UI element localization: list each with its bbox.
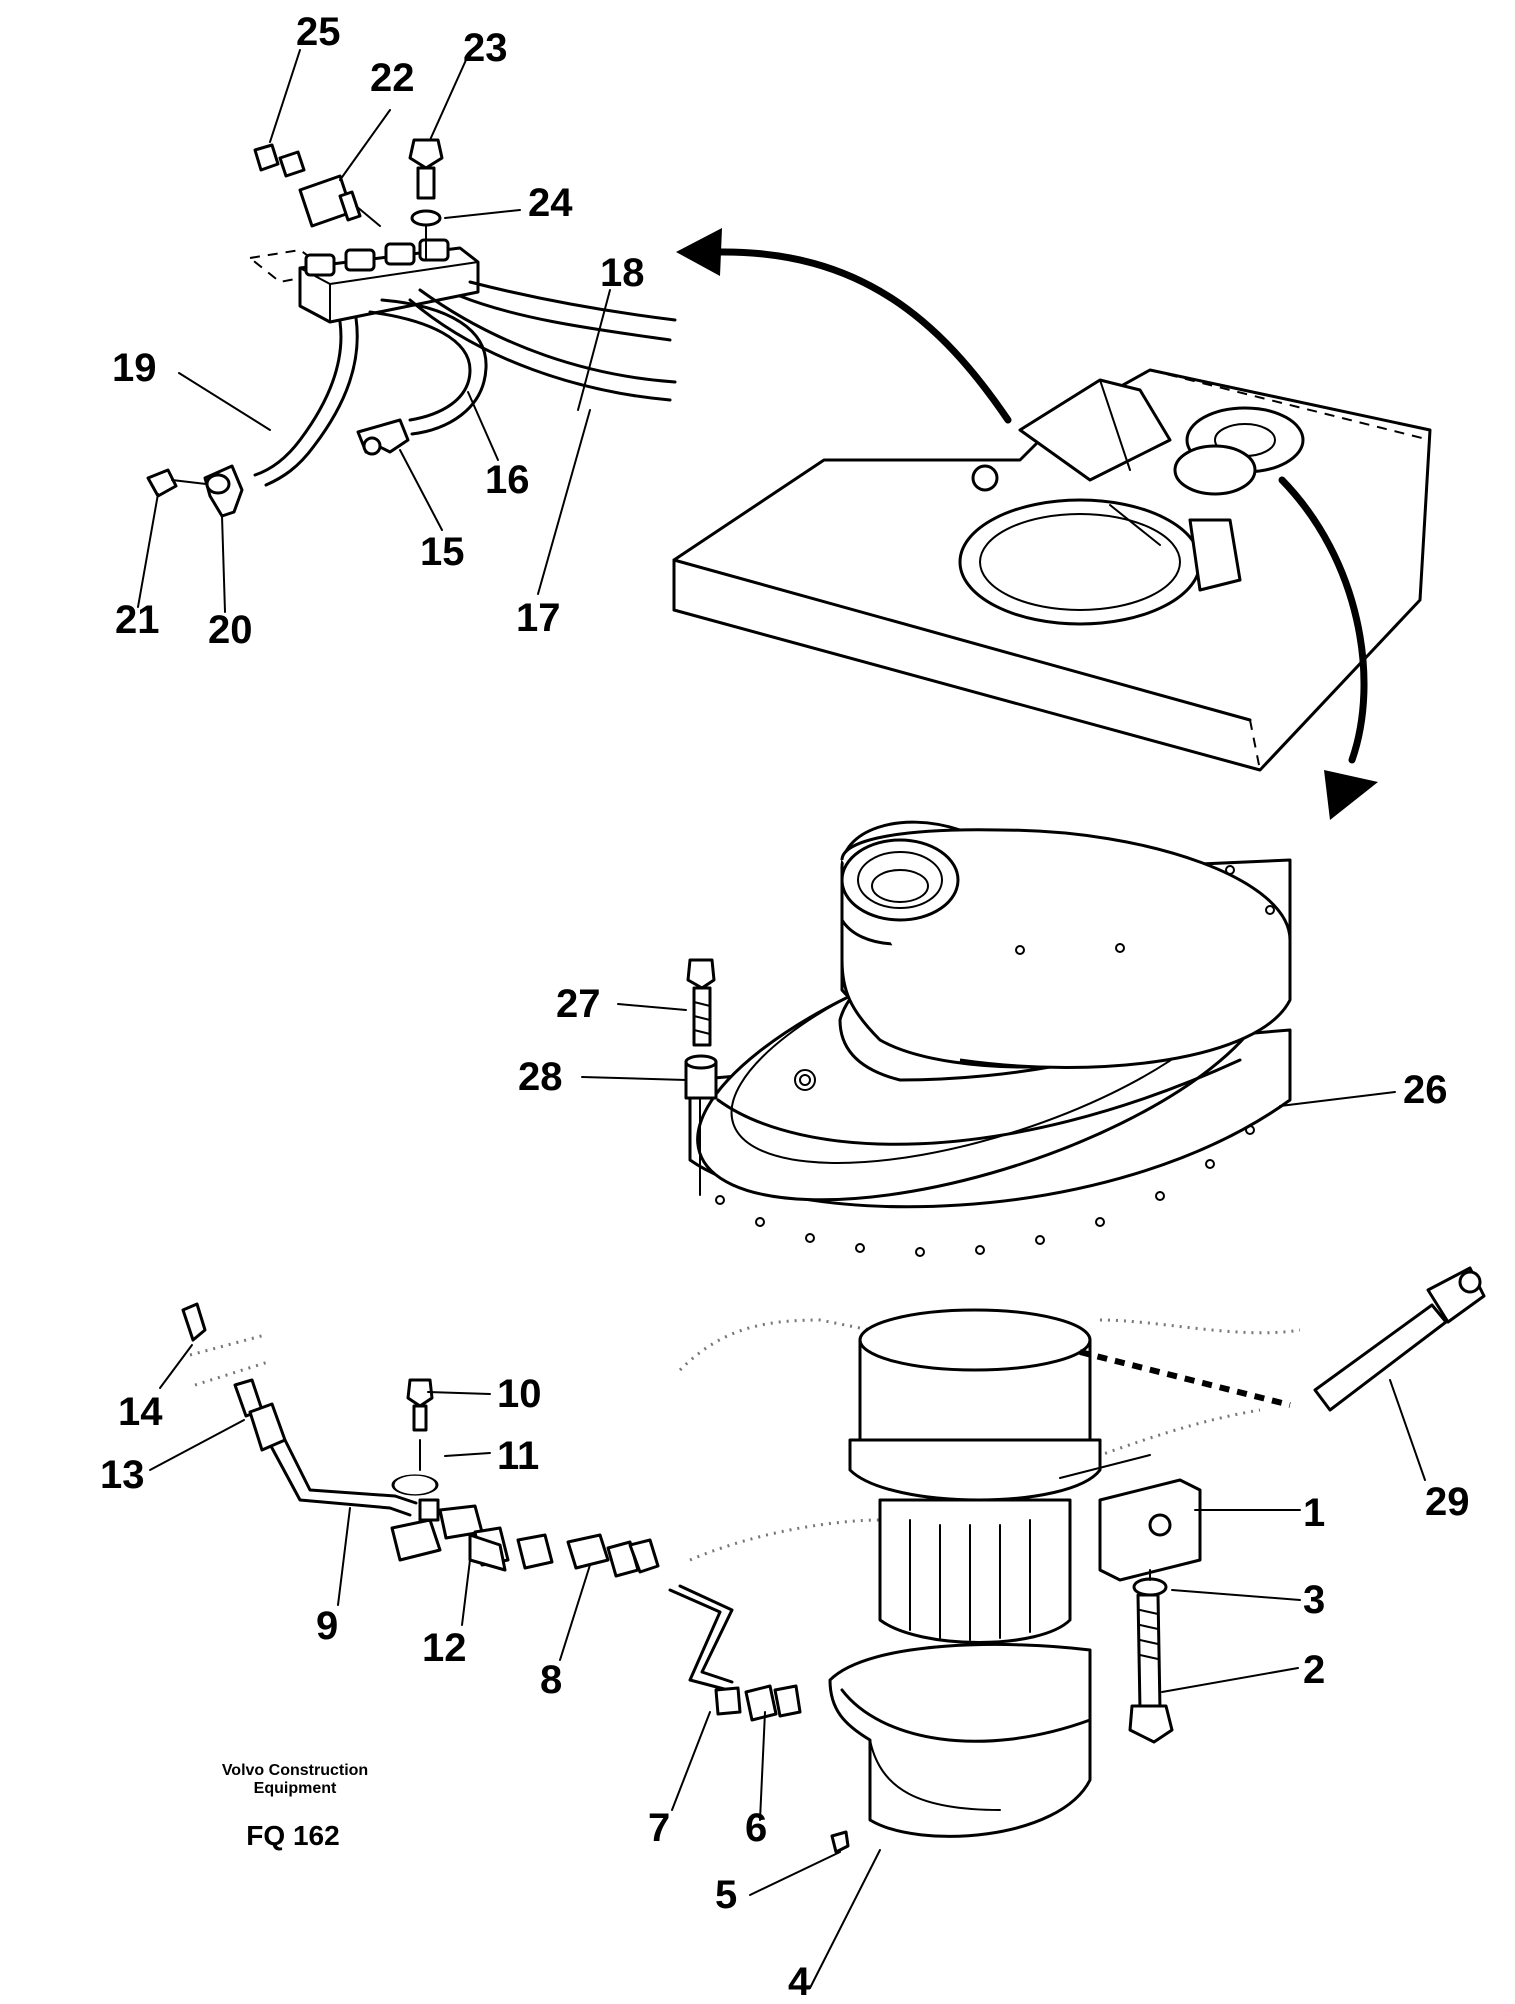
- callout-29: 29: [1425, 1480, 1470, 1524]
- callout-6: 6: [745, 1806, 768, 1850]
- callout-13: 13: [100, 1453, 145, 1497]
- pinion-housing: [678, 1308, 1301, 1644]
- grease-line: [1079, 1266, 1486, 1412]
- callout-4: 4: [788, 1960, 811, 2004]
- pinion-cover: [828, 1642, 1092, 1838]
- callout-14: 14: [118, 1390, 163, 1434]
- callout-16: 16: [485, 458, 530, 502]
- leader-lines: [137, 49, 1426, 1989]
- callout-10: 10: [497, 1372, 542, 1416]
- callout-22: 22: [370, 56, 415, 100]
- upper-frame: [672, 368, 1432, 772]
- direction-arrows: [676, 228, 1378, 820]
- callout-18: 18: [600, 251, 645, 295]
- manifold-assembly: [146, 138, 677, 518]
- figure-code: FQ 162: [246, 1820, 340, 1851]
- mounting-bolt: [1128, 1569, 1174, 1744]
- gearbox-bolt: [684, 958, 718, 1196]
- callout-1: 1: [1303, 1491, 1326, 1535]
- callout-20: 20: [208, 608, 253, 652]
- callout-23: 23: [463, 26, 508, 70]
- company-caption: Volvo Construction Equipment: [221, 1762, 369, 1798]
- callout-11: 11: [497, 1434, 540, 1478]
- callout-28: 28: [518, 1055, 563, 1099]
- callout-12: 12: [422, 1626, 467, 1670]
- callout-9: 9: [316, 1604, 339, 1648]
- callout-19: 19: [112, 346, 157, 390]
- callout-26: 26: [1403, 1068, 1448, 1112]
- callout-17: 17: [516, 596, 561, 640]
- callout-21: 21: [115, 598, 160, 642]
- callout-15: 15: [420, 530, 465, 574]
- callout-3: 3: [1303, 1578, 1326, 1622]
- swing-gearbox: [688, 820, 1292, 1257]
- callout-24: 24: [528, 181, 573, 225]
- lube-pipe-assembly: [181, 1302, 850, 1854]
- callout-27: 27: [556, 982, 601, 1026]
- callout-8: 8: [540, 1658, 563, 1702]
- callout-25: 25: [296, 10, 341, 54]
- callout-2: 2: [1303, 1648, 1326, 1692]
- callout-5: 5: [715, 1873, 738, 1917]
- callout-7: 7: [648, 1806, 671, 1850]
